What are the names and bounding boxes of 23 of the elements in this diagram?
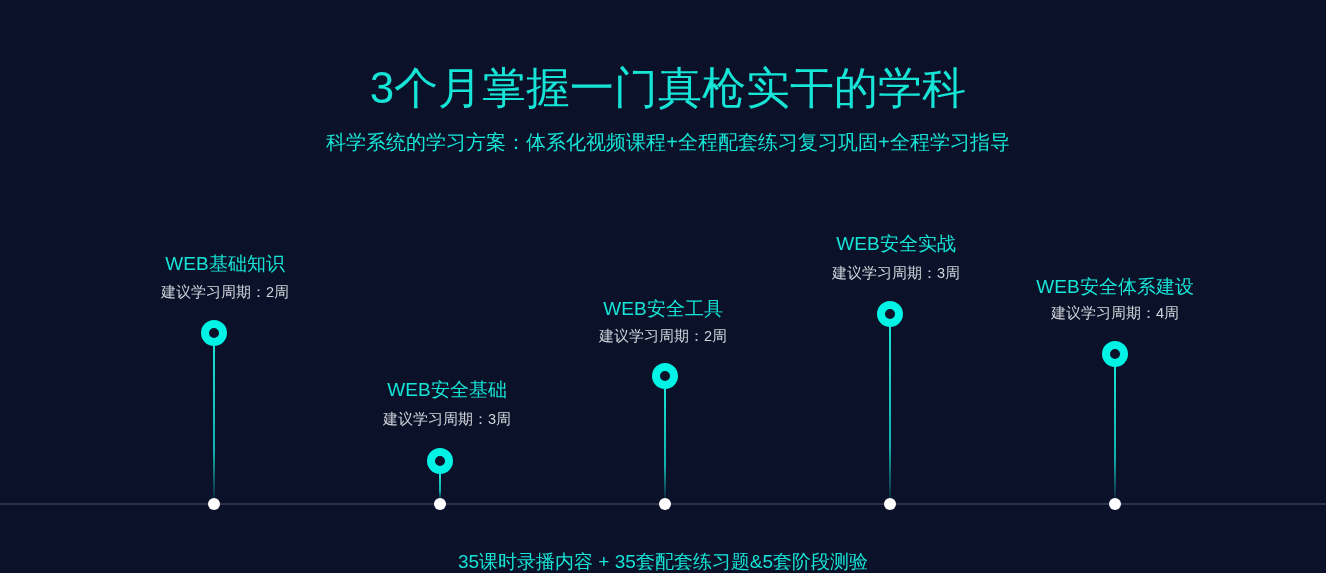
dot-icon	[1109, 498, 1121, 510]
connector-line	[664, 388, 666, 499]
dot-icon	[208, 498, 220, 510]
connector-line	[439, 473, 441, 499]
dot-icon	[434, 498, 446, 510]
duration-text: 建议学习周期：4周	[1050, 305, 1180, 321]
milestone-title: WEB安全实战	[836, 233, 956, 253]
milestone-title: WEB安全基础	[387, 379, 507, 399]
connector-line	[889, 326, 891, 499]
duration-text: 建议学习周期：2周	[160, 284, 290, 300]
milestone-title: WEB安全工具	[603, 298, 723, 318]
subtitle: 科学系统的学习方案：体系化视频课程+全程配套练习复习巩固+全程学习指导	[326, 132, 1010, 152]
duration-text: 建议学习周期：2周	[598, 328, 728, 344]
milestone-title: WEB安全体系建设	[1036, 276, 1194, 296]
duration-text: 建议学习周期：3周	[382, 411, 512, 427]
summary-text: 35课时录播内容 + 35套配套练习题&5套阶段测验	[457, 551, 869, 571]
duration-text: 建议学习周期：3周	[831, 265, 961, 281]
connector-line	[213, 345, 215, 499]
dot-icon	[659, 498, 671, 510]
milestone-title: WEB基础知识	[165, 253, 285, 273]
dot-icon	[884, 498, 896, 510]
title: 3个月掌握一门真枪实干的学科	[369, 66, 967, 110]
connector-line	[1114, 366, 1116, 499]
